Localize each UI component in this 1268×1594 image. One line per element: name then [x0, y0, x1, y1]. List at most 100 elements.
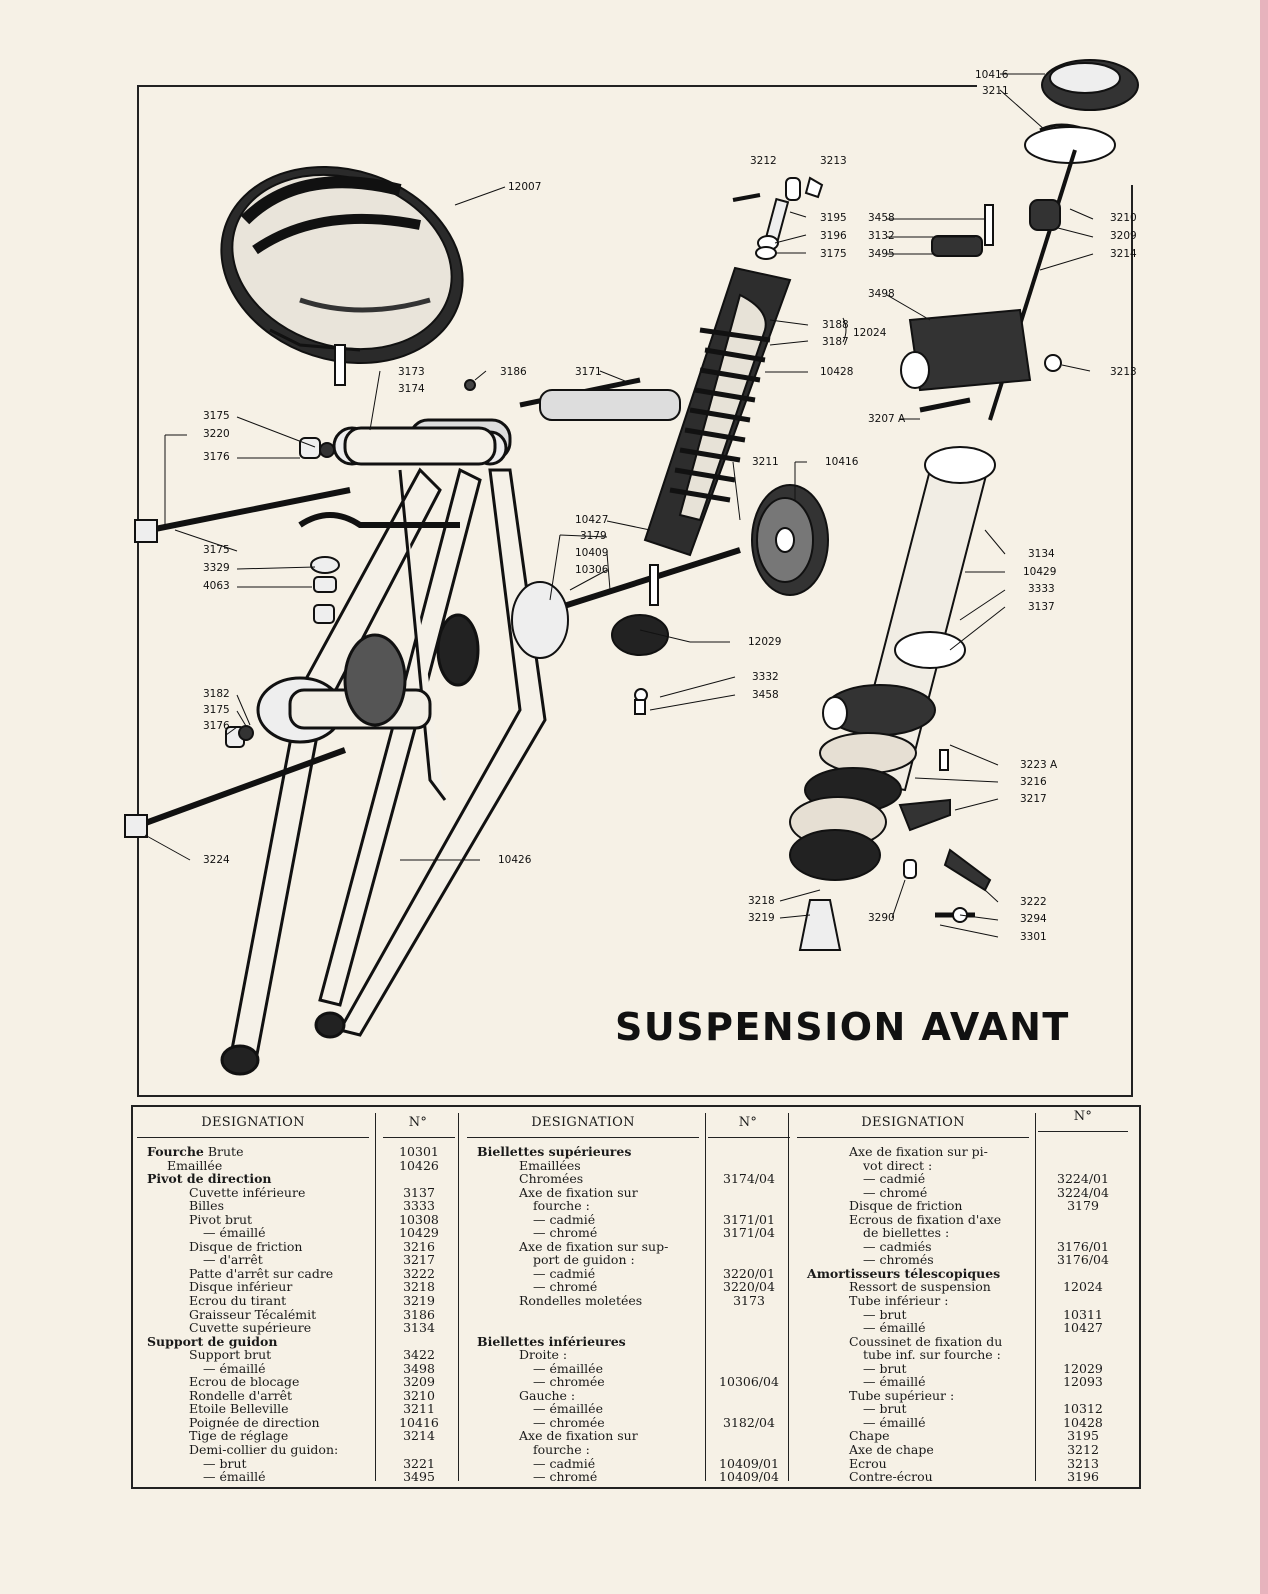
header-no: N° [738, 1115, 758, 1130]
callout: 3171 [575, 366, 602, 378]
callout: 10416 [825, 456, 859, 468]
friction-disc-drawing [511, 484, 829, 715]
table-row: — émaillée [463, 1402, 793, 1416]
part-number: 3210 [403, 1387, 435, 1403]
table-row: Axe de fixation sur sup- [463, 1240, 793, 1254]
part-designation: Droite : [519, 1347, 568, 1363]
part-designation: Biellettes inférieures [477, 1333, 626, 1349]
part-designation: — émaillé [203, 1225, 266, 1241]
callout: 3211 [752, 456, 779, 468]
callout: 10409 [575, 547, 608, 559]
table-row: Tube supérieur : [793, 1389, 1139, 1403]
table-row: Pivot de direction [133, 1172, 463, 1186]
part-designation: Rondelle d'arrêt [189, 1387, 293, 1403]
callout: 10306 [575, 564, 609, 576]
part-designation: — brut [863, 1401, 907, 1417]
page-edge [1260, 0, 1268, 1594]
part-designation: — cadmiés [863, 1238, 932, 1254]
part-designation: Tige de réglage [189, 1428, 289, 1444]
part-designation: — chromé [533, 1279, 598, 1295]
part-designation: Ressort de suspension [849, 1279, 991, 1295]
part-number: 10428 [1063, 1414, 1103, 1430]
part-designation: vot direct : [863, 1157, 933, 1173]
header-rule [708, 1137, 790, 1138]
part-designation: Ecrou du tirant [189, 1293, 287, 1309]
part-designation: — d'arrêt [203, 1252, 263, 1268]
table-row: Axe de fixation sur [463, 1429, 793, 1443]
callout: 3212 [750, 155, 777, 167]
part-designation: Emaillées [519, 1157, 581, 1173]
diagram-frame-right [1131, 185, 1133, 1095]
part-number: 3216 [403, 1238, 435, 1254]
part-designation: Chape [849, 1428, 890, 1444]
part-designation: — cadmié [533, 1211, 596, 1227]
part-designation: — cadmié [533, 1455, 596, 1471]
callout: 3176 [203, 451, 230, 463]
column-divider [705, 1113, 706, 1481]
callout: 3214 [1110, 248, 1137, 260]
callout: 3495 [868, 248, 895, 260]
part-designation: Gauche : [519, 1387, 576, 1403]
part-number: 10427 [1063, 1320, 1103, 1336]
header-designation: DESIGNATION [201, 1115, 305, 1130]
callout: 3217 [1020, 793, 1047, 805]
callout: 3290 [868, 912, 895, 924]
callout: 3224 [203, 854, 230, 866]
part-number: 3495 [403, 1469, 435, 1485]
part-designation: — émaillé [863, 1414, 926, 1430]
part-designation: Pivot brut [189, 1211, 253, 1227]
callout: 10427 [575, 514, 608, 526]
callout: 3213 [1110, 366, 1137, 378]
steering-column-drawing [789, 59, 1139, 951]
callout: 3175 [203, 410, 230, 422]
part-designation: Fourche Brute [147, 1144, 244, 1159]
part-designation: Pivot de direction [147, 1171, 272, 1187]
part-number: 3214 [403, 1428, 435, 1444]
callout: 3132 [868, 230, 895, 242]
callout: 4063 [203, 580, 230, 592]
callout: 10416 [975, 69, 1009, 81]
callout: 12007 [508, 181, 541, 193]
part-designation: — émaillé [863, 1320, 926, 1336]
part-number: 3498 [403, 1360, 435, 1376]
table-row: — cadmiés 3176/01 [793, 1240, 1139, 1254]
table-row: Droite : [463, 1348, 793, 1362]
table-row: — émaillée [463, 1362, 793, 1376]
part-number: 3212 [1067, 1442, 1099, 1458]
part-designation: Support de guidon [147, 1333, 278, 1349]
part-designation: — chromée [533, 1414, 605, 1430]
callout: 3332 [752, 671, 779, 683]
callout: 3209 [1110, 230, 1137, 242]
table-row: Tige de réglage 3214 [133, 1429, 463, 1443]
part-designation: Ecrou [849, 1455, 887, 1471]
header-rule [1038, 1131, 1128, 1132]
part-designation: Rondelles moletées [519, 1293, 643, 1309]
headlamp-drawing [220, 165, 464, 386]
part-designation: — brut [863, 1306, 907, 1322]
table-row: Rondelle d'arrêt 3210 [133, 1389, 463, 1403]
part-number: 10308 [399, 1211, 439, 1227]
part-number: 3174/04 [723, 1171, 775, 1187]
callout: 3182 [203, 688, 230, 700]
part-number: 3176/01 [1057, 1238, 1109, 1254]
part-designation-suffix: Brute [203, 1144, 244, 1159]
callout: 10428 [820, 366, 853, 378]
part-number: 3171/04 [723, 1225, 775, 1241]
table-column-3: DESIGNATION N° Axe de fixation sur pi-vo… [793, 1107, 1139, 1487]
table-row: — émaillé 10427 [793, 1321, 1139, 1335]
table-row: Pivot brut 10308 [133, 1213, 463, 1227]
